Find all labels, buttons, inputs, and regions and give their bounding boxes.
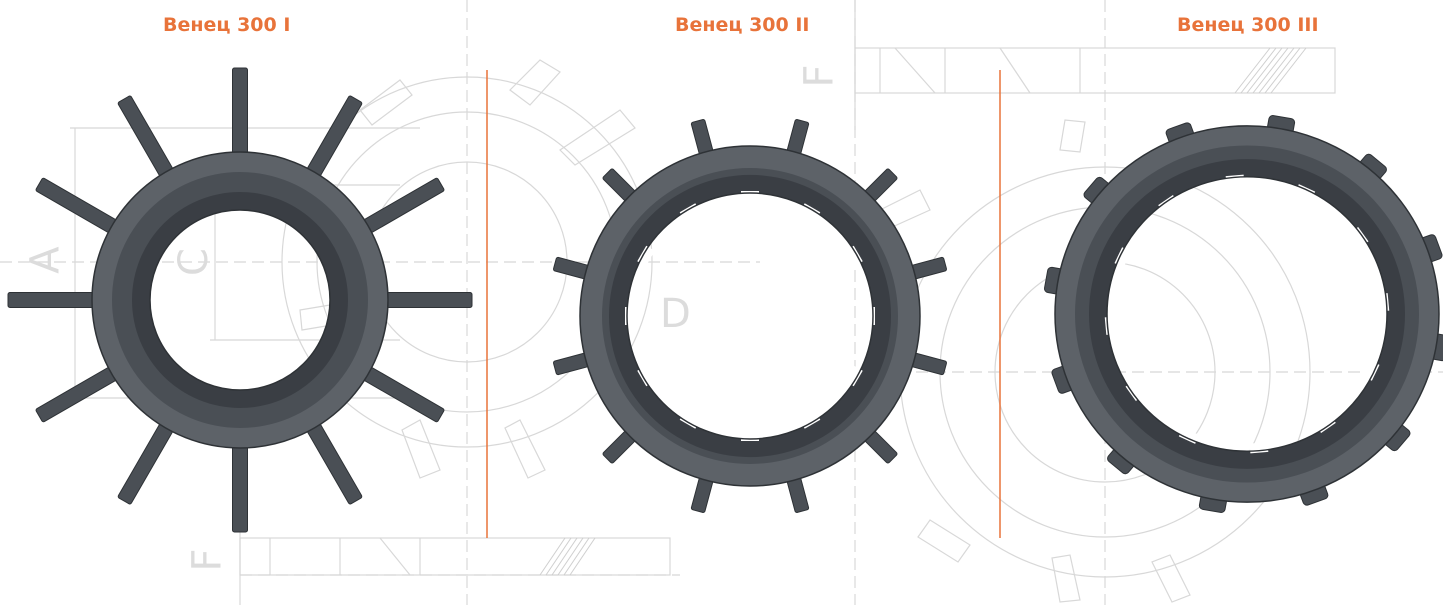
dimension-label-f-top: F bbox=[796, 64, 843, 88]
inner-notch bbox=[1349, 226, 1369, 248]
gear-hole bbox=[1106, 176, 1388, 452]
gear-ring-3 bbox=[1043, 115, 1443, 513]
product-title-1: Венец 300 I bbox=[163, 14, 291, 36]
gear-tooth bbox=[375, 292, 473, 308]
inner-notch bbox=[1114, 247, 1132, 268]
inner-notch bbox=[637, 365, 655, 387]
inner-notch bbox=[845, 245, 863, 267]
inner-notch bbox=[1178, 427, 1200, 444]
gear-hole bbox=[626, 192, 874, 440]
gear-outline bbox=[1054, 125, 1440, 503]
gear-ring-1 bbox=[7, 67, 473, 533]
gear-tooth bbox=[7, 292, 105, 308]
dimension-label-d: D bbox=[660, 291, 691, 337]
inner-notch bbox=[679, 203, 701, 221]
inner-notch bbox=[845, 365, 863, 387]
gear-rim bbox=[1055, 125, 1439, 503]
gear-inner-shadow bbox=[608, 174, 892, 458]
gear-outline bbox=[91, 151, 389, 449]
dimension-label-a: A bbox=[22, 246, 69, 274]
inner-notch bbox=[1294, 184, 1316, 201]
gear-tooth bbox=[232, 67, 248, 165]
inner-notch bbox=[1125, 380, 1145, 402]
dimension-label-f-bottom: F bbox=[184, 548, 231, 572]
inner-notch bbox=[679, 411, 701, 429]
product-title-2: Венец 300 II bbox=[675, 14, 810, 36]
gear-ring-2 bbox=[553, 119, 947, 513]
dimension-label-c: C bbox=[170, 248, 217, 276]
inner-notch bbox=[741, 431, 759, 441]
inner-notch bbox=[799, 203, 821, 221]
inner-notch bbox=[741, 191, 759, 201]
inner-notch bbox=[1362, 360, 1380, 381]
inner-notch bbox=[1158, 194, 1179, 214]
gear-inner-shadow bbox=[1089, 159, 1405, 469]
product-title-3: Венец 300 III bbox=[1177, 14, 1319, 36]
inner-notch bbox=[799, 411, 821, 429]
gear-inner-shadow bbox=[132, 192, 348, 408]
gear-tooth bbox=[232, 435, 248, 533]
gear-outline bbox=[579, 145, 921, 487]
gear-hole bbox=[149, 209, 331, 391]
inner-notch bbox=[637, 245, 655, 267]
inner-notch bbox=[1315, 414, 1336, 434]
